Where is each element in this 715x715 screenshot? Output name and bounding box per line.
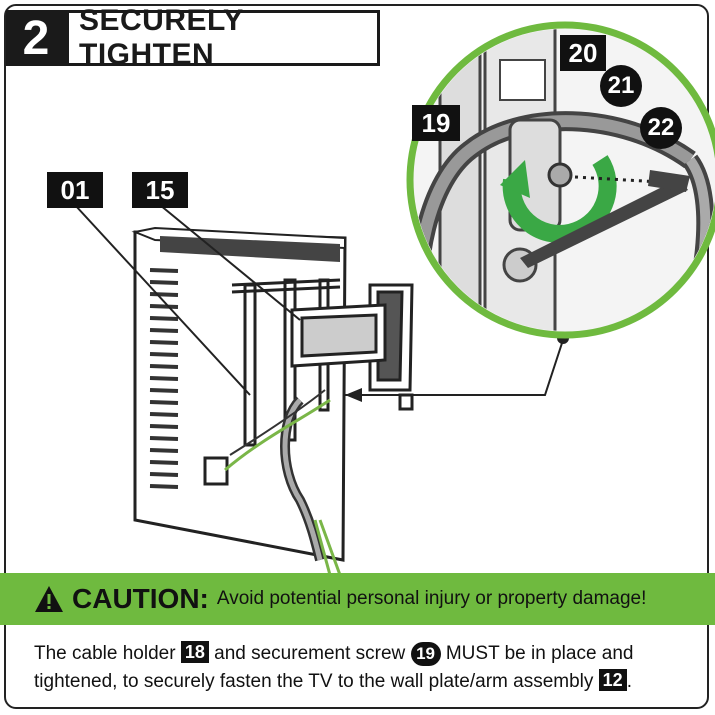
callout-22: 22 [640, 107, 682, 149]
tv-back [131, 226, 347, 562]
ref-part-19: 19 [410, 642, 441, 666]
callout-01: 01 [47, 172, 103, 208]
callout-15: 15 [132, 172, 188, 208]
arm-assembly [290, 283, 414, 411]
arrow-head [345, 388, 362, 402]
instruction-panel [4, 4, 709, 709]
mounting-illustration [74, 21, 715, 575]
body-text-1: The cable holder [34, 643, 181, 664]
warning-triangle-icon [35, 586, 63, 612]
caution-title: CAUTION: [72, 583, 209, 614]
body-text-2: and securement screw [208, 643, 411, 664]
body-text-4: . [626, 671, 632, 692]
callout-21: 21 [600, 65, 642, 107]
caution-body: The cable holder 18 and securement screw… [34, 640, 694, 696]
ref-part-12: 12 [598, 669, 627, 691]
ref-part-18: 18 [180, 641, 209, 663]
caution-banner: CAUTION: Avoid potential personal injury… [0, 573, 715, 625]
step-number: 2 [6, 10, 66, 66]
step-title: SECURELY TIGHTEN [66, 4, 380, 71]
caution-text: Avoid potential personal injury or prope… [216, 588, 647, 609]
leader-lines [74, 204, 569, 396]
cables [224, 389, 342, 575]
callout-19: 19 [412, 105, 460, 141]
callout-20: 20 [560, 35, 606, 71]
body-text-3: MUST be in place and tightened, to secur… [34, 643, 634, 692]
